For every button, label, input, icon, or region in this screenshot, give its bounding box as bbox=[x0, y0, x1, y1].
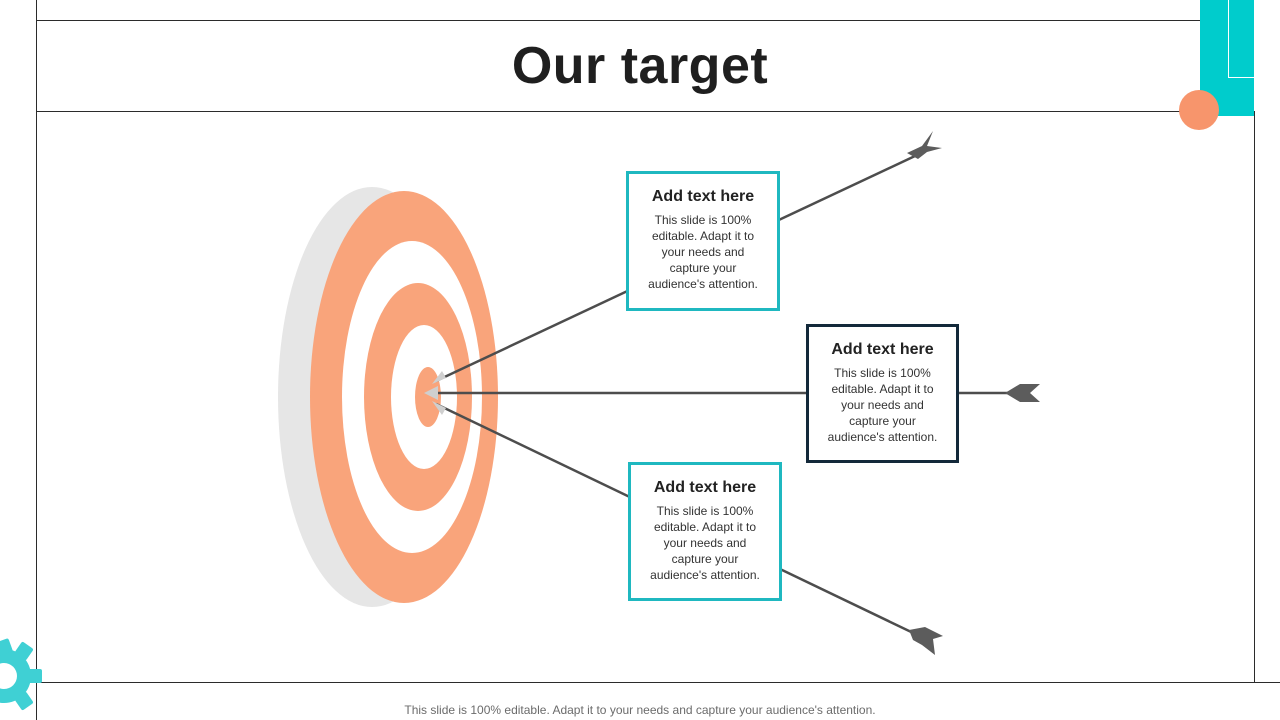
arrow-icon bbox=[907, 131, 1040, 655]
arrow-tip-top bbox=[432, 371, 446, 384]
slide-title: Our target bbox=[511, 37, 769, 95]
arrow-tip-middle bbox=[424, 386, 438, 400]
card-heading: Add text here bbox=[651, 188, 755, 205]
frame-left-line bbox=[36, 0, 37, 720]
arrow-fletching-middle bbox=[1005, 384, 1040, 402]
arrow-tip-bottom bbox=[432, 401, 446, 415]
text-card-middle: Add text here This slide is 100% editabl… bbox=[806, 324, 959, 463]
orange-accent-dot bbox=[1179, 90, 1219, 130]
card-body: This slide is 100% editable. Adapt it to… bbox=[650, 504, 760, 582]
teal-accent-tab-outline bbox=[1228, 0, 1254, 78]
card-heading: Add text here bbox=[831, 341, 934, 358]
frame-top-line bbox=[37, 20, 1200, 21]
arrow-fletching-bottom bbox=[909, 627, 943, 655]
text-card-top: Add text here This slide is 100% editabl… bbox=[626, 171, 780, 311]
frame-header-divider bbox=[37, 111, 1255, 112]
arrow-fletching-top bbox=[907, 131, 942, 159]
text-card-bottom: Add text here This slide is 100% editabl… bbox=[628, 462, 782, 601]
card-body: This slide is 100% editable. Adapt it to… bbox=[648, 213, 758, 291]
slide-footer: This slide is 100% editable. Adapt it to… bbox=[404, 703, 876, 717]
card-body: This slide is 100% editable. Adapt it to… bbox=[827, 366, 938, 444]
frame-right-line bbox=[1254, 111, 1255, 683]
card-heading: Add text here bbox=[653, 479, 757, 496]
gear-icon bbox=[0, 638, 42, 710]
target-icon bbox=[278, 187, 498, 607]
frame-bottom-line bbox=[0, 682, 1280, 683]
